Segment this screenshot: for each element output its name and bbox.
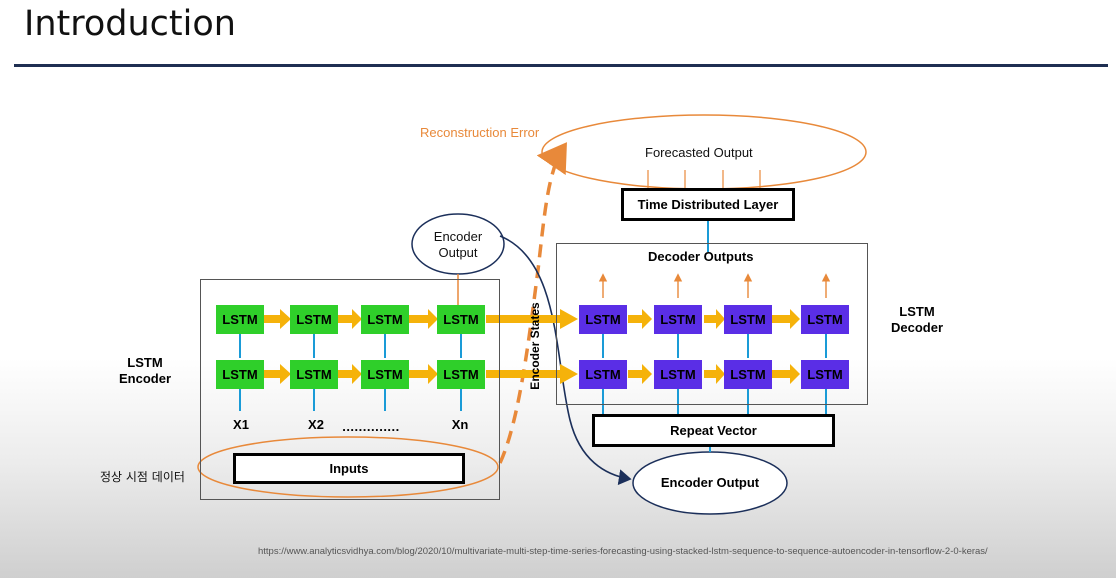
encoder-lstm-cell: LSTM	[216, 305, 264, 334]
source-url[interactable]: https://www.analyticsvidhya.com/blog/202…	[258, 546, 988, 557]
normal-time-data-label: 정상 시점 데이터	[100, 470, 185, 484]
decoder-lstm-cell: LSTM	[654, 305, 702, 334]
reconstruction-error-arrow	[498, 142, 567, 464]
encoder-lstm-cell: LSTM	[361, 360, 409, 389]
lstm-encoder-label: LSTM Encoder	[118, 355, 171, 386]
encoder-state-curve	[499, 235, 632, 486]
decoder-arrows	[628, 309, 800, 384]
decoder-lstm-cell: LSTM	[801, 360, 849, 389]
decoder-lstm-cell: LSTM	[801, 305, 849, 334]
inputs-box: Inputs	[233, 453, 465, 484]
decoder-frame	[556, 243, 868, 405]
decoder-outputs-label: Decoder Outputs	[648, 249, 754, 264]
decoder-lstm-cell: LSTM	[724, 360, 772, 389]
forecast-ticks	[647, 170, 761, 188]
encoder-lstm-cell: LSTM	[437, 360, 485, 389]
encoder-lstm-cell: LSTM	[290, 360, 338, 389]
input-label-ellipsis: ..............	[342, 419, 400, 434]
input-label-x1: X1	[233, 417, 249, 432]
decoder-output-arrows	[598, 273, 831, 298]
repeat-vector-box: Repeat Vector	[592, 414, 835, 447]
input-label-x2: X2	[308, 417, 324, 432]
encoder-lstm-cell: LSTM	[437, 305, 485, 334]
page-title: Introduction	[24, 4, 236, 44]
encoder-arrows	[264, 309, 438, 384]
encoder-frame	[200, 279, 500, 500]
title-divider	[14, 64, 1108, 67]
encoder-output-bottom-label: Encoder Output	[660, 475, 760, 490]
encoder-lstm-cell: LSTM	[361, 305, 409, 334]
forecasted-output-label: Forecasted Output	[645, 145, 753, 160]
decoder-lstm-cell: LSTM	[579, 305, 627, 334]
time-distributed-layer: Time Distributed Layer	[621, 188, 795, 221]
decoder-lstm-cell: LSTM	[654, 360, 702, 389]
encoder-lstm-cell: LSTM	[216, 360, 264, 389]
inputs-ellipse	[197, 436, 499, 498]
encoder-vertical-links	[239, 334, 462, 411]
decoder-vertical-links	[602, 334, 827, 415]
decoder-lstm-cell: LSTM	[579, 360, 627, 389]
encoder-lstm-cell: LSTM	[290, 305, 338, 334]
state-transfer-arrows	[486, 309, 578, 384]
input-label-xn: Xn	[451, 417, 469, 432]
encoder-output-bubble-label: Encoder Output	[433, 229, 483, 260]
reconstruction-error-label: Reconstruction Error	[420, 125, 540, 140]
encoder-states-label: Encoder States	[528, 302, 542, 390]
decoder-lstm-cell: LSTM	[724, 305, 772, 334]
lstm-decoder-label: LSTM Decoder	[890, 304, 944, 335]
